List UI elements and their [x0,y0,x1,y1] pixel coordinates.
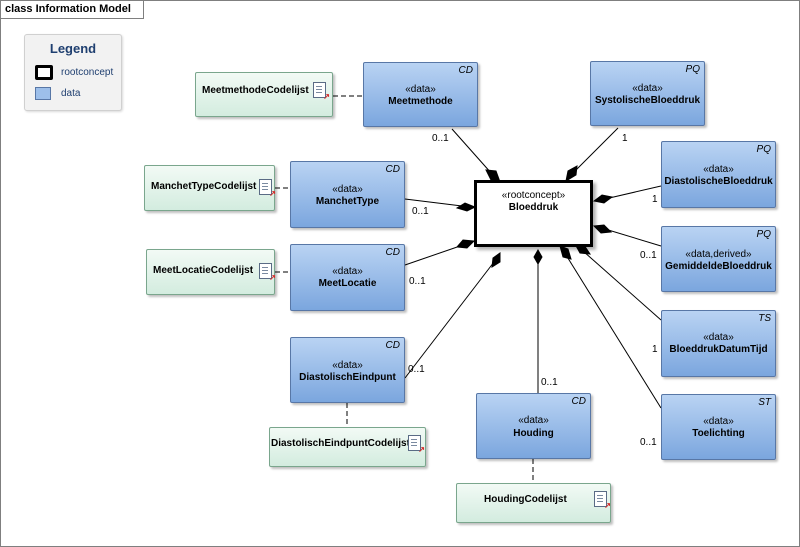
type-datumtijd: TS [758,313,771,324]
type-toelichting: ST [758,397,771,408]
edge-houding-diamond [533,248,543,266]
stereo-meetlocatie: «data» [332,266,363,277]
codelist-houding-name: HoudingCodelijst [484,494,567,505]
class-systolisch[interactable]: PQ «data» SystolischeBloeddruk [590,61,705,126]
edge-eindpunt [404,261,495,379]
edge-datumtijd [582,250,662,321]
class-eindpunt[interactable]: CD «data» DiastolischEindpunt [290,337,405,403]
mult-toelichting: 0..1 [640,437,657,448]
name-eindpunt: DiastolischEindpunt [299,372,396,383]
root-name: Bloeddruk [508,202,559,213]
mult-eindpunt: 0..1 [408,364,425,375]
mult-meetmethode: 0..1 [432,133,449,144]
edge-eindpunt-diamond [491,252,501,268]
edge-toelichting [565,254,662,409]
class-diastolisch[interactable]: PQ «data» DiastolischeBloeddruk [661,141,776,208]
stereo-toelichting: «data» [703,416,734,427]
diagram-title: class Information Model [1,1,144,19]
codelist-meetlocatie-name: MeetLocatieCodelijst [153,265,254,276]
document-icon: ↗ [259,263,276,282]
mult-manchettype: 0..1 [412,206,429,217]
edge-gemiddeld-diamond [592,224,613,234]
class-toelichting[interactable]: ST «data» Toelichting [661,394,776,460]
codelist-manchettype[interactable]: ManchetTypeCodelijst ↗ [144,165,276,211]
stereo-datumtijd: «data» [703,332,734,343]
name-diastolisch: DiastolischeBloeddruk [664,176,773,187]
edge-systolisch [573,127,619,173]
edge-meetlocatie-diamond [455,239,476,249]
class-datumtijd[interactable]: TS «data» BloeddrukDatumTijd [661,310,776,377]
codelist-meetmethode[interactable]: MeetmethodeCodelijst ↗ [195,72,333,117]
mult-datumtijd: 1 [652,344,658,355]
legend: Legend rootconcept data [24,34,122,111]
class-meetmethode[interactable]: CD «data» Meetmethode [363,62,478,127]
root-stereotype: «rootconcept» [501,190,566,201]
edge-systolisch-diamond [565,165,578,183]
codelist-eindpunt[interactable]: DiastolischEindpuntCodelijst ↗ [269,427,426,467]
type-manchettype: CD [385,164,400,175]
legend-data-label: data [61,88,81,99]
mult-diastolisch: 1 [652,194,658,205]
name-houding: Houding [513,428,554,439]
stereo-meetmethode: «data» [405,84,436,95]
stereo-houding: «data» [518,415,549,426]
codelist-meetlocatie[interactable]: MeetLocatieCodelijst ↗ [146,249,276,295]
mult-houding: 0..1 [541,377,558,388]
legend-rootconcept-swatch [35,65,53,80]
legend-title: Legend [49,41,97,56]
document-icon: ↗ [594,491,611,510]
codelist-houding[interactable]: HoudingCodelijst ↗ [456,483,611,523]
class-meetlocatie[interactable]: CD «data» MeetLocatie [290,244,405,311]
class-manchettype[interactable]: CD «data» ManchetType [290,161,405,228]
stereo-eindpunt: «data» [332,360,363,371]
name-meetmethode: Meetmethode [388,96,453,107]
type-eindpunt: CD [385,340,400,351]
mult-systolisch: 1 [622,133,628,144]
type-meetmethode: CD [458,65,473,76]
name-manchettype: ManchetType [315,196,380,207]
stereo-diastolisch: «data» [703,164,734,175]
stereo-manchettype: «data» [332,184,363,195]
name-datumtijd: BloeddrukDatumTijd [669,344,768,355]
name-systolisch: SystolischeBloeddruk [594,95,701,106]
codelist-meetmethode-name: MeetmethodeCodelijst [202,85,309,96]
edge-manchettype [404,198,463,207]
type-gemiddeld: PQ [756,229,771,240]
type-systolisch: PQ [685,64,700,75]
edge-meetlocatie [404,244,464,266]
type-houding: CD [571,396,586,407]
document-icon: ↗ [313,82,330,101]
edge-manchettype-diamond [455,202,477,212]
document-icon: ↗ [259,179,276,198]
mult-meetlocatie: 0..1 [409,276,426,287]
edge-meetmethode [451,128,493,175]
type-meetlocatie: CD [385,247,400,258]
edge-diastolisch [604,185,662,200]
name-meetlocatie: MeetLocatie [318,278,377,289]
class-gemiddeld[interactable]: PQ «data,derived» GemiddeldeBloeddruk [661,226,776,292]
legend-data-swatch [35,87,51,100]
legend-rootconcept-label: rootconcept [61,67,114,78]
class-houding[interactable]: CD «data» Houding [476,393,591,459]
type-diastolisch: PQ [756,144,771,155]
name-toelichting: Toelichting [692,428,745,439]
document-icon: ↗ [408,435,425,454]
root-bloeddruk[interactable]: «rootconcept» Bloeddruk [474,180,593,247]
edge-toelichting-diamond [559,245,572,260]
name-gemiddeld: GemiddeldeBloeddruk [665,261,772,272]
codelist-manchettype-name: ManchetTypeCodelijst [151,181,257,192]
stereo-gemiddeld: «data,derived» [685,249,752,260]
stereo-systolisch: «data» [632,83,663,94]
edge-diastolisch-diamond [592,194,614,204]
codelist-eindpunt-name: DiastolischEindpuntCodelijst [271,438,410,449]
mult-gemiddeld: 0..1 [640,250,657,261]
edge-gemiddeld [604,228,662,247]
